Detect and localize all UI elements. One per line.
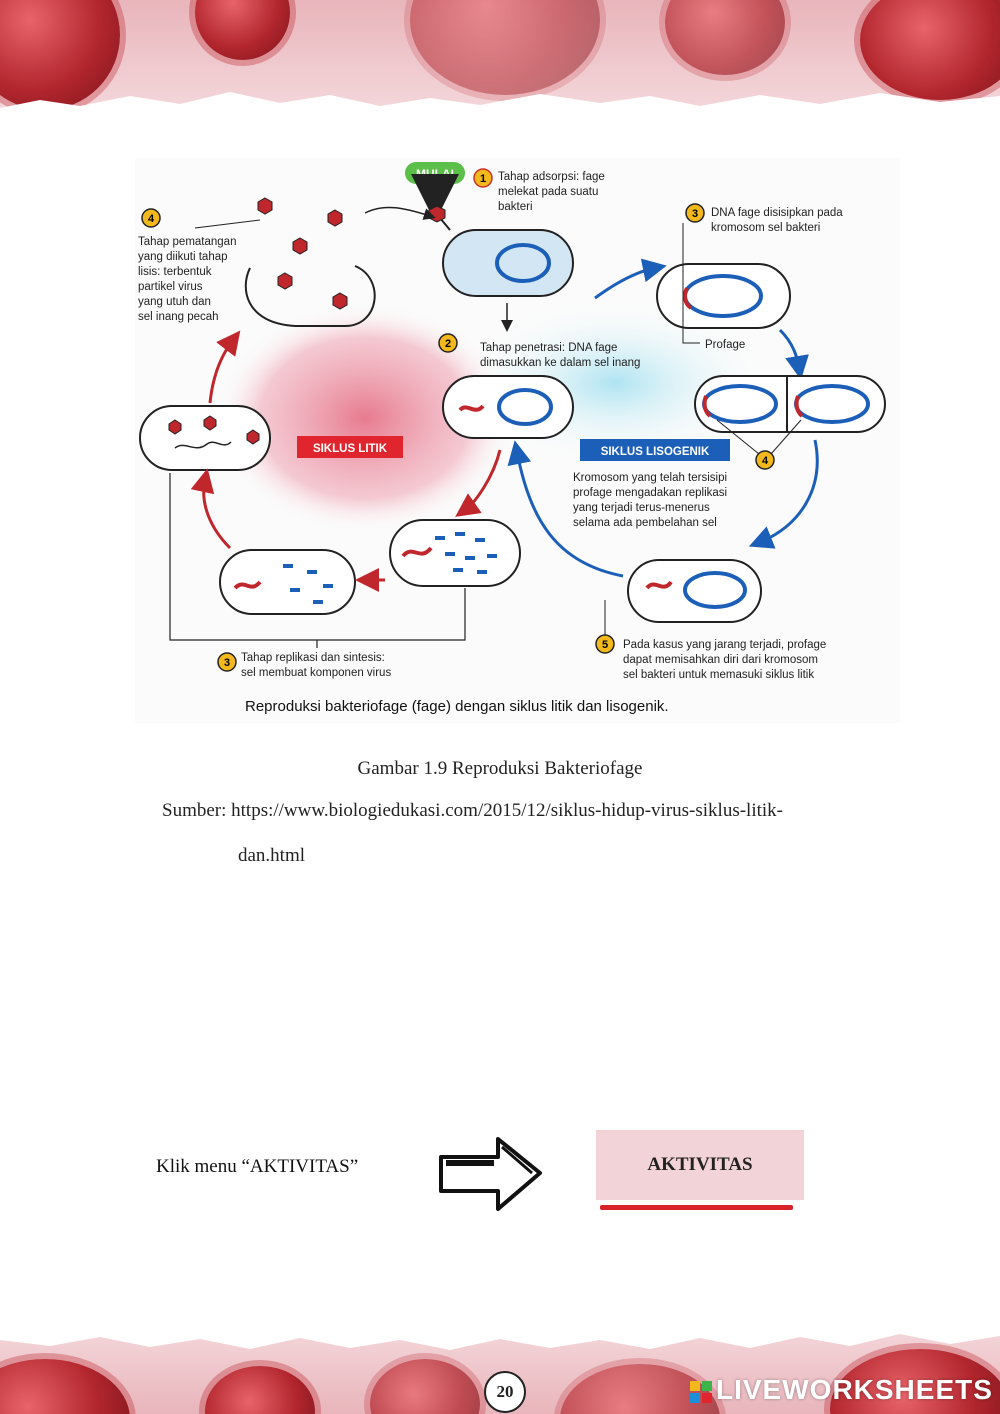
step-badge (141, 208, 161, 228)
step-number: 4 (148, 213, 155, 225)
instruction-text: Klik menu “AKTIVITAS” (156, 1156, 359, 1177)
lytic-cycle-label-bg (297, 436, 403, 458)
bacterium-cell (219, 549, 356, 615)
step-number: 3 (692, 208, 698, 220)
lysogenic-step3-text: DNA fage disisipkan pada kromosom sel ba… (711, 207, 846, 234)
source-line-continued: dan.html (238, 845, 306, 866)
lysogenic-step4-text: Kromosom yang telah tersisipi profage me… (573, 472, 730, 529)
lytic-cycle-label: SIKLUS LITIK (313, 443, 388, 455)
top-decorative-band (0, 0, 1000, 140)
lysogenic-cycle-label: SIKLUS LISOGENIK (601, 446, 710, 458)
figure-caption: Gambar 1.9 Reproduksi Bakteriofage (357, 758, 643, 779)
liveworksheets-logo[interactable]: LIVEWORKSHEETS (690, 1374, 993, 1406)
dividing-bacterium (694, 375, 886, 433)
page-number: 20 (484, 1371, 526, 1413)
profage-label: Profage (705, 339, 745, 351)
step4-text: Tahap pematangan yang diikuti tahap lisi… (138, 236, 240, 323)
bacterium-cell (442, 229, 574, 297)
bottom-decorative-band (0, 1304, 1000, 1414)
lysing-cell (244, 265, 376, 327)
step-number: 3 (224, 657, 230, 669)
step-number: 4 (762, 455, 769, 467)
step1-text: Tahap adsorpsi: fage melekat pada suatu … (498, 171, 608, 213)
bacterium-cell (627, 559, 762, 623)
figure-title: Reproduksi bakteriofage (fage) dengan si… (245, 698, 669, 715)
step-badge (755, 450, 775, 470)
torn-paper-edge (0, 1304, 1000, 1350)
lytic-background (215, 303, 515, 533)
step-badge (685, 203, 705, 223)
right-arrow-icon (439, 1137, 542, 1211)
bacteriophage-diagram: MULAI 1 Tahap adsorpsi: fage melekat pad… (135, 158, 900, 723)
torn-paper-edge (0, 92, 1000, 140)
step-badge (473, 168, 493, 188)
button-underline (600, 1205, 793, 1210)
step-number: 1 (480, 173, 486, 185)
step-badge (595, 634, 615, 654)
bacterium-cell (656, 263, 791, 329)
liveworksheets-wordmark: LIVEWORKSHEETS (716, 1374, 993, 1405)
lysogenic-step5-text: Pada kasus yang jarang terjadi, profage … (623, 639, 830, 681)
step2-text: Tahap penetrasi: DNA fage dimasukkan ke … (480, 342, 640, 369)
aktivitas-button[interactable]: AKTIVITAS (596, 1130, 804, 1200)
lysogenic-cycle-label-bg (580, 439, 730, 461)
step3-text: Tahap replikasi dan sintesis: sel membua… (241, 652, 391, 679)
step-badge (438, 333, 458, 353)
step-number: 5 (602, 639, 608, 651)
source-line: Sumber: https://www.biologiedukasi.com/2… (162, 800, 783, 821)
start-label: MULAI (416, 167, 454, 181)
step-number: 2 (445, 338, 451, 350)
step-badge (217, 652, 237, 672)
liveworksheets-icon (690, 1380, 712, 1403)
